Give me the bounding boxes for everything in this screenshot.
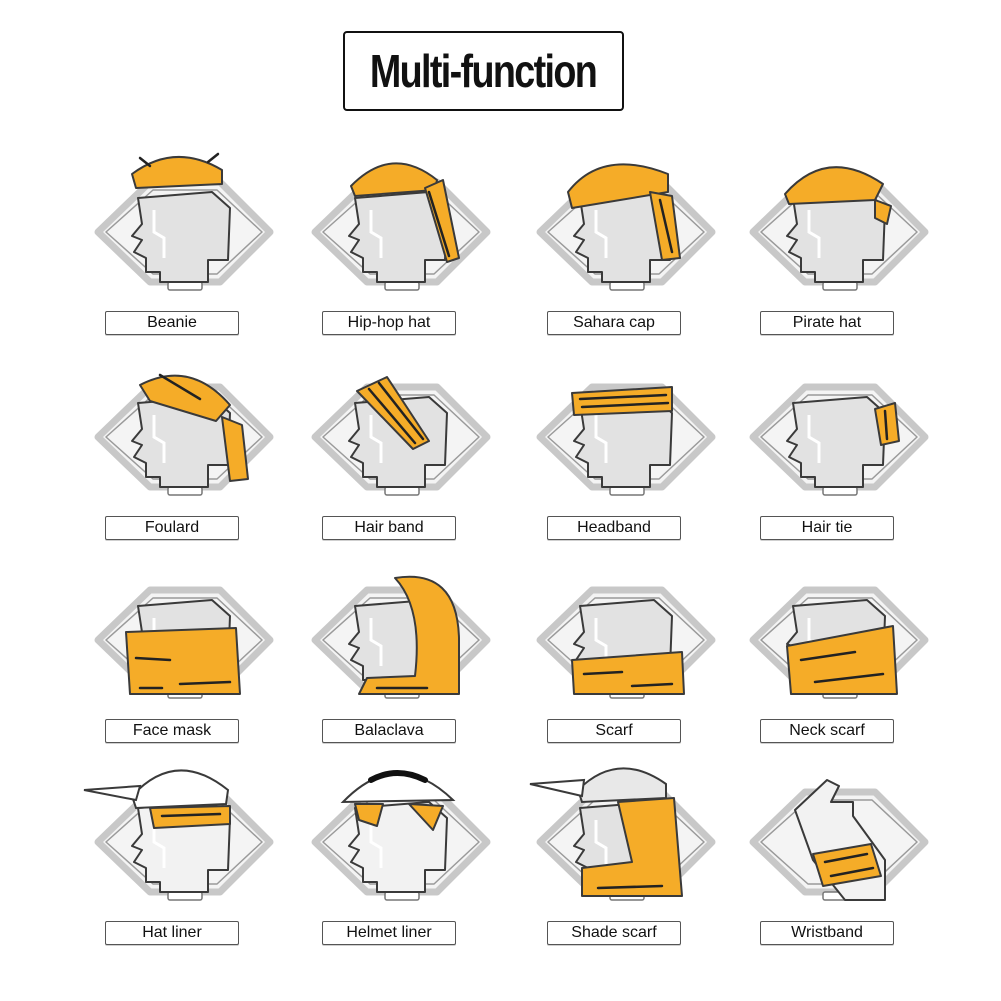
- usage-label: Hat liner: [142, 924, 202, 941]
- usage-label: Wristband: [791, 924, 863, 941]
- balaclava-icon: [311, 575, 491, 699]
- usage-label-box: Pirate hat: [760, 311, 894, 335]
- usage-label: Helmet liner: [346, 924, 432, 941]
- helmet-liner-icon: [311, 770, 491, 901]
- usage-item: Pirate hat: [735, 140, 945, 340]
- usage-label: Foulard: [144, 519, 200, 536]
- usage-label-box: Headband: [547, 516, 681, 540]
- usage-label: Hair tie: [801, 519, 853, 536]
- usage-label: Headband: [577, 519, 651, 536]
- hair-band-icon: [311, 376, 491, 496]
- hat-liner-icon: [83, 769, 274, 901]
- usage-label: Hip-hop hat: [347, 314, 431, 331]
- wristband-icon: [749, 779, 929, 901]
- usage-label-box: Balaclava: [322, 719, 456, 743]
- usage-label-box: Hair tie: [760, 516, 894, 540]
- usage-item: Hip-hop hat: [297, 140, 507, 340]
- usage-item: Shade scarf: [522, 750, 732, 950]
- usage-item: Helmet liner: [297, 750, 507, 950]
- usage-item: Foulard: [80, 345, 290, 545]
- usage-item: Face mask: [80, 548, 290, 748]
- usage-label: Face mask: [132, 722, 212, 739]
- usage-label-box: Sahara cap: [547, 311, 681, 335]
- usage-label: Shade scarf: [571, 924, 657, 941]
- usage-label-box: Face mask: [105, 719, 239, 743]
- neck-scarf-icon: [749, 586, 929, 699]
- headband-icon: [536, 383, 716, 496]
- usage-label-box: Hat liner: [105, 921, 239, 945]
- usage-label: Beanie: [147, 314, 197, 331]
- sahara-cap-icon: [536, 163, 716, 291]
- usage-label: Scarf: [595, 722, 633, 739]
- usage-label-box: Wristband: [760, 921, 894, 945]
- hip-hop-hat-icon: [311, 162, 491, 291]
- usage-item: Hair band: [297, 345, 507, 545]
- face-mask-icon: [94, 586, 274, 699]
- hair-tie-icon: [749, 383, 929, 496]
- usage-label-box: Neck scarf: [760, 719, 894, 743]
- usage-item: Hair tie: [735, 345, 945, 545]
- usage-item: Scarf: [522, 548, 732, 748]
- usage-label-box: Helmet liner: [322, 921, 456, 945]
- usage-label: Balaclava: [354, 722, 424, 739]
- usage-label-box: Foulard: [105, 516, 239, 540]
- scarf-icon: [536, 586, 716, 699]
- usage-label: Neck scarf: [789, 722, 865, 739]
- title-box: Multi-function: [343, 31, 624, 111]
- pirate-hat-icon: [749, 166, 929, 291]
- usage-item: Balaclava: [297, 548, 507, 748]
- beanie-icon: [94, 152, 274, 291]
- usage-item: Hat liner: [80, 750, 290, 950]
- usage-label-box: Shade scarf: [547, 921, 681, 945]
- usage-item: Sahara cap: [522, 140, 732, 340]
- usage-label: Hair band: [354, 519, 424, 536]
- usage-label-box: Hair band: [322, 516, 456, 540]
- shade-scarf-icon: [529, 767, 716, 901]
- usage-label-box: Hip-hop hat: [322, 311, 456, 335]
- usage-label: Pirate hat: [792, 314, 862, 331]
- usage-item: Headband: [522, 345, 732, 545]
- usage-label-box: Scarf: [547, 719, 681, 743]
- page-title: Multi-function: [370, 45, 598, 97]
- usage-item: Beanie: [80, 140, 290, 340]
- usage-item: Wristband: [735, 750, 945, 950]
- usage-label: Sahara cap: [573, 314, 655, 331]
- usage-item: Neck scarf: [735, 548, 945, 748]
- usage-label-box: Beanie: [105, 311, 239, 335]
- foulard-icon: [94, 373, 274, 496]
